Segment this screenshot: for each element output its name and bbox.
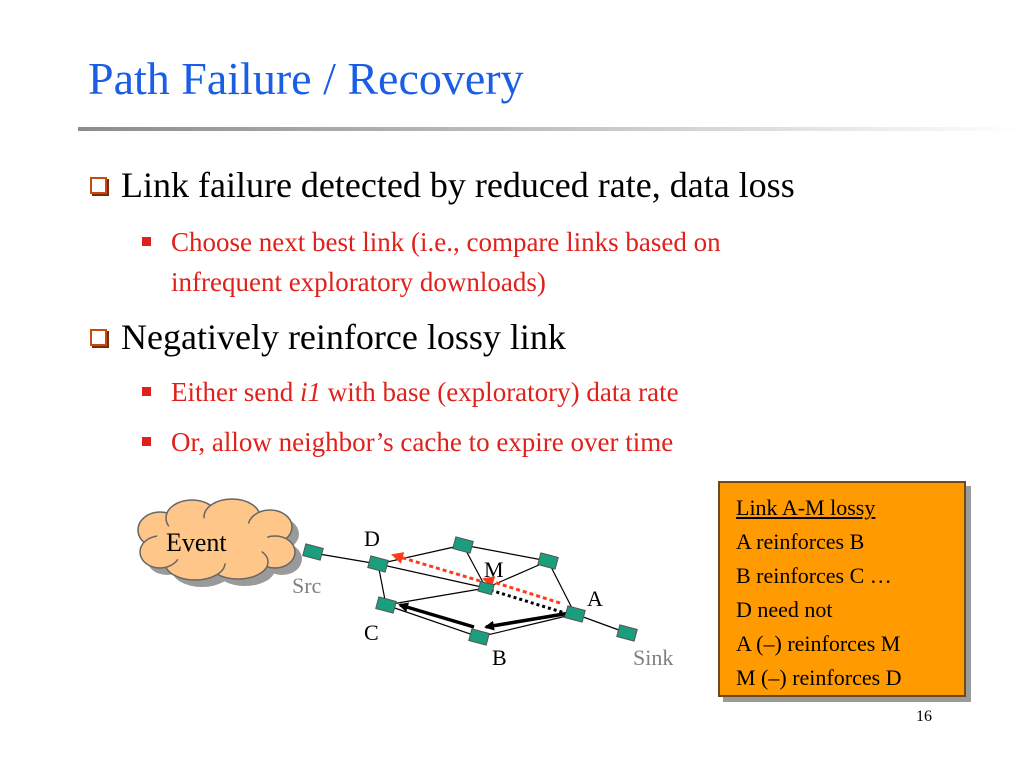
reinforce-arrow-a-to-b <box>484 611 571 631</box>
node-right <box>537 552 559 570</box>
sink-label: Sink <box>633 645 673 670</box>
node-label-a: A <box>587 586 603 611</box>
sub-bullet-text: Either send i1 with base (exploratory) d… <box>171 372 679 412</box>
lossy-link-a-m <box>486 587 569 616</box>
hollow-square-bullet-icon <box>90 177 107 194</box>
box-line: M (–) reinforces D <box>736 665 902 690</box>
event-label: Event <box>166 528 227 557</box>
reinforce-arrow-b-to-c <box>398 602 475 629</box>
node-label-b: B <box>492 645 507 670</box>
box-line: B reinforces C … <box>736 563 892 588</box>
bullet-link-failure: Link failure detected by reduced rate, d… <box>90 164 795 206</box>
node-top <box>452 536 474 554</box>
hollow-square-bullet-icon <box>90 329 107 346</box>
page-number: 16 <box>916 708 932 725</box>
negative-reinforce-arrow-a-to-m <box>482 576 561 605</box>
negative-reinforce-arrow-m-to-d <box>391 552 481 583</box>
node-label-m: M <box>484 557 504 582</box>
sub-bullet-cache-expire: Or, allow neighbor’s cache to expire ove… <box>142 422 673 462</box>
node-a <box>564 605 586 623</box>
box-line: A reinforces B <box>736 529 865 554</box>
node-src <box>302 543 324 561</box>
src-label: Src <box>292 573 322 598</box>
box-line: A (–) reinforces M <box>736 631 901 656</box>
node-c <box>375 596 397 614</box>
box-heading: Link A-M lossy <box>736 495 876 520</box>
sub-bullet-line-1: Choose next best link (i.e., compare lin… <box>171 227 721 257</box>
bullet-text: Link failure detected by reduced rate, d… <box>121 165 795 205</box>
square-bullet-icon <box>142 437 151 446</box>
text-part: with base (exploratory) data rate <box>320 377 679 407</box>
slide-title: Path Failure / Recovery <box>88 53 524 104</box>
node-d <box>367 555 389 573</box>
sub-bullet-line-2: infrequent exploratory downloads) <box>171 267 546 297</box>
bullet-negative-reinforce: Negatively reinforce lossy link <box>90 316 566 358</box>
network-links <box>312 544 628 638</box>
node-m <box>477 580 495 596</box>
box-line: D need not <box>736 597 833 622</box>
sub-bullet-send-i1: Either send i1 with base (exploratory) d… <box>142 372 679 412</box>
square-bullet-icon <box>142 387 151 396</box>
node-sink <box>616 624 638 642</box>
node-b <box>468 628 490 646</box>
title-divider <box>78 127 1024 131</box>
node-label-d: D <box>364 526 380 551</box>
sub-bullet-next-best-link: Choose next best link (i.e., compare lin… <box>142 222 721 302</box>
event-cloud <box>137 498 296 581</box>
italic-term: i1 <box>299 377 321 407</box>
network-nodes <box>302 536 638 646</box>
node-label-c: C <box>364 620 379 645</box>
square-bullet-icon <box>142 237 151 246</box>
bullet-text: Negatively reinforce lossy link <box>121 317 566 357</box>
sub-bullet-text: Or, allow neighbor’s cache to expire ove… <box>171 427 674 457</box>
text-part: Either send <box>171 377 300 407</box>
explanation-box: Link A-M lossy A reinforces B B reinforc… <box>718 481 966 697</box>
